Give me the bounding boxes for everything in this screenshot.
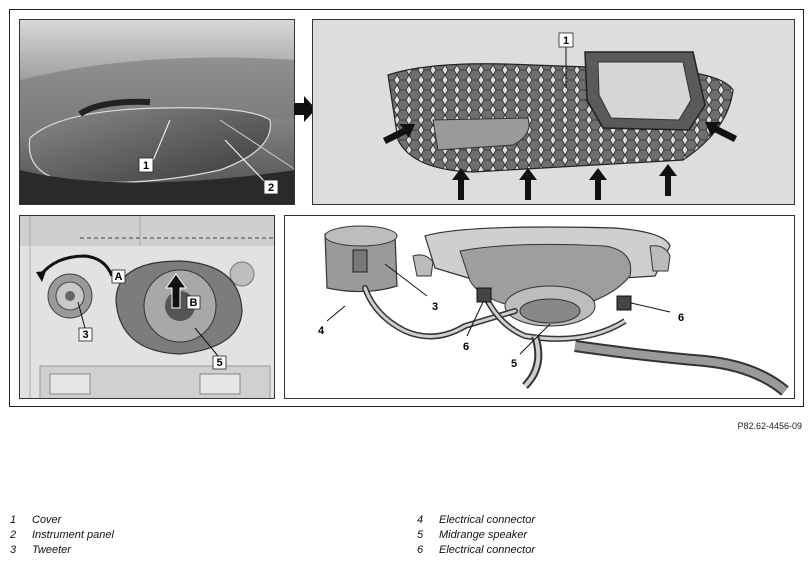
cover-illustration: 1 [313,20,794,204]
panel-speakers-removed: 3 4 6 6 5 [284,215,795,399]
legend-label: Instrument panel [32,529,114,541]
legend-label: Electrical connector [439,514,535,526]
panel-speakers-installed: A B 3 5 [19,215,275,399]
arrow-right-icon [294,96,316,122]
arrow-up-icon [659,164,677,196]
callout-connector-6b: 6 [678,312,684,324]
legend-item: 5 Midrange speaker [417,528,535,543]
callout-box [111,269,126,284]
figure-code: P82.62-4456-09 [737,421,802,431]
callout-box [186,295,201,310]
legend-number: 6 [417,544,424,556]
callout-box [212,355,227,370]
legend-label: Midrange speaker [439,529,528,541]
arrow-up-icon [519,168,537,200]
legend-number: 1 [10,514,17,526]
callout-2: 2 [268,182,274,194]
dashboard-illustration: 1 2 [20,20,294,204]
speakers-illustration: A B 3 5 [20,216,274,398]
legend-item: 2 Instrument panel [10,528,114,543]
legend-item: 6 Electrical connector [417,543,535,558]
connectors-illustration: 3 4 6 6 5 [285,216,794,398]
callout-tweeter-3: 3 [432,301,438,313]
callout-3: 3 [82,329,88,341]
callout-A: A [115,271,123,283]
rotate-arrow-icon [36,271,46,282]
legend-number: 2 [10,529,17,541]
callout-5: 5 [216,357,222,369]
callout-B: B [190,297,198,309]
callout-connector-6a: 6 [463,341,469,353]
callout-box [558,32,574,48]
legend-number: 4 [417,514,424,526]
arrow-up-icon [165,273,187,309]
arrow-up-icon [589,168,607,200]
legend-label: Cover [32,514,62,526]
callout-midrange-5: 5 [511,358,517,370]
callout-box [138,157,154,173]
callout-box [263,179,279,195]
legend-item: 4 Electrical connector [417,513,535,528]
figure-frame: 1 2 1 [9,9,804,407]
legend-number: 5 [417,529,424,541]
arrow-icon [383,124,415,144]
arrow-up-icon [452,168,470,200]
legend-item: 1 Cover [10,513,114,528]
callout-box [78,327,93,342]
callout-connector-4: 4 [318,325,325,337]
legend-label: Tweeter [32,544,71,556]
panel-removed-cover: 1 [312,19,795,205]
legend-item: 3 Tweeter [10,543,114,558]
panel-dashboard-cover: 1 2 [19,19,295,205]
arrow-icon [705,122,737,142]
callout-cover-1: 1 [563,35,569,47]
legend-number: 3 [10,544,17,556]
callout-1: 1 [143,160,149,172]
legend-label: Electrical connector [439,544,535,556]
legend-left: 1 Cover 2 Instrument panel 3 Tweeter [10,513,114,558]
